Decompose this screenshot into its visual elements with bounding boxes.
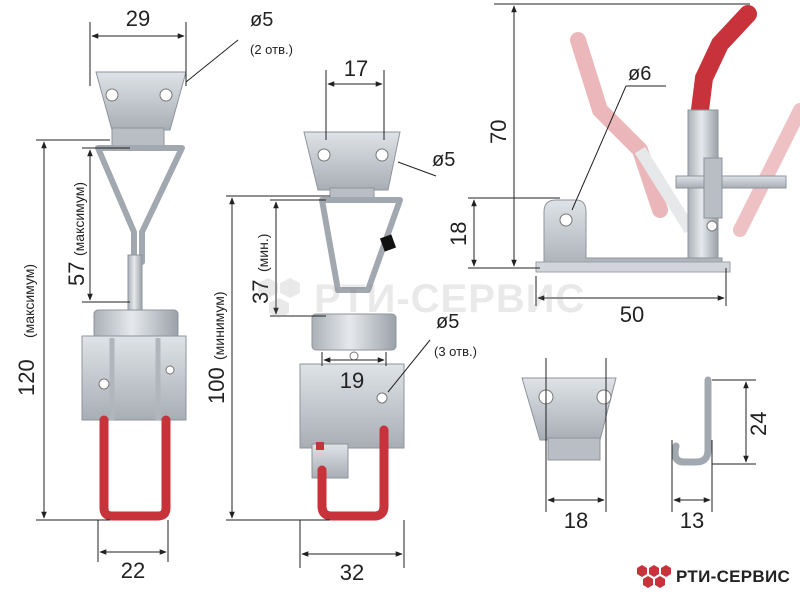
watermark-text: РТИ-СЕРВИС (314, 276, 586, 321)
side-view-ghost-handle-left (570, 32, 696, 234)
side-view-dim-hole-height: 18 (446, 222, 471, 246)
latch-a-dimensions (36, 22, 239, 562)
catch-plate-front-dim-width: 18 (564, 508, 588, 533)
latch-b-wire-loop (319, 197, 403, 293)
latch-b-dimensions (226, 70, 437, 568)
side-view-red-handle (691, 5, 757, 119)
side-view (535, 5, 800, 273)
latch-a-wire-loop (95, 145, 185, 265)
latch-a-hole-left (105, 88, 119, 102)
latch-b-black-sleeve (379, 234, 397, 252)
latch-b-dim-hole-spacing: 19 (340, 368, 364, 393)
hexagon-logo-icon (258, 278, 300, 318)
latch-a-hole-callout: ø5 (250, 9, 273, 31)
catch-plate-front-dimensions (545, 358, 607, 512)
latch-a (81, 71, 187, 521)
latch-a-dim-top-width: 29 (126, 6, 150, 31)
latch-a-hole-note: (2 отв.) (250, 42, 293, 57)
latch-b-dim-overall: 100 (204, 367, 229, 404)
latch-b-dim-bottom-width: 32 (340, 560, 364, 585)
latch-b-dim-top-width: 17 (344, 56, 368, 81)
latch-b-hole-callout-top: ø5 (432, 149, 455, 171)
side-view-dim-base-length: 50 (620, 302, 644, 327)
latch-b-red-handle (317, 425, 389, 521)
latch-a-hole-right (159, 88, 173, 102)
latch-a-dim-bottom-width: 22 (121, 558, 145, 583)
side-view-screw (675, 175, 787, 189)
latch-a-red-handle (99, 415, 171, 521)
latch-b-dim-loop-note: (мин.) (255, 234, 271, 272)
latch-a-lever-body (81, 335, 187, 421)
brand-name: РТИ-СЕРВИС (676, 567, 791, 586)
latch-b-dim-loop: 37 (248, 280, 273, 304)
latch-a-top-plate (95, 71, 187, 131)
catch-plate-side-dim-depth: 13 (680, 508, 704, 533)
side-view-hole (559, 213, 573, 227)
latch-a-dim-overall: 120 (14, 359, 39, 396)
latch-b-top-plate (303, 131, 401, 191)
latch-a-dim-overall-note: (максимум) (21, 264, 37, 338)
catch-plate-side (671, 376, 712, 466)
catch-plate-side-dim-height: 24 (746, 412, 771, 436)
catch-plate-front (521, 377, 617, 461)
side-view-ghost-handle-right (733, 103, 800, 237)
latch-a-dim-loop: 57 (64, 262, 89, 286)
catch-plate-side-dimensions (671, 379, 756, 512)
watermark: РТИ-СЕРВИС (254, 276, 585, 322)
latch-b-dim-overall-note: (минимум) (211, 291, 227, 360)
hexagon-logo-icon (637, 565, 671, 588)
latch-b-hole-callout-base: ø5 (436, 311, 459, 333)
latch-b-hole-note-base: (3 отв.) (434, 344, 477, 359)
brand-logo: РТИ-СЕРВИС (636, 562, 790, 592)
side-view-dimensions (468, 3, 750, 306)
latch-b (299, 131, 405, 521)
latch-a-dim-loop-note: (максимум) (71, 182, 87, 256)
side-view-dim-height: 70 (486, 120, 511, 144)
side-view-hole-callout: ø6 (628, 63, 651, 85)
